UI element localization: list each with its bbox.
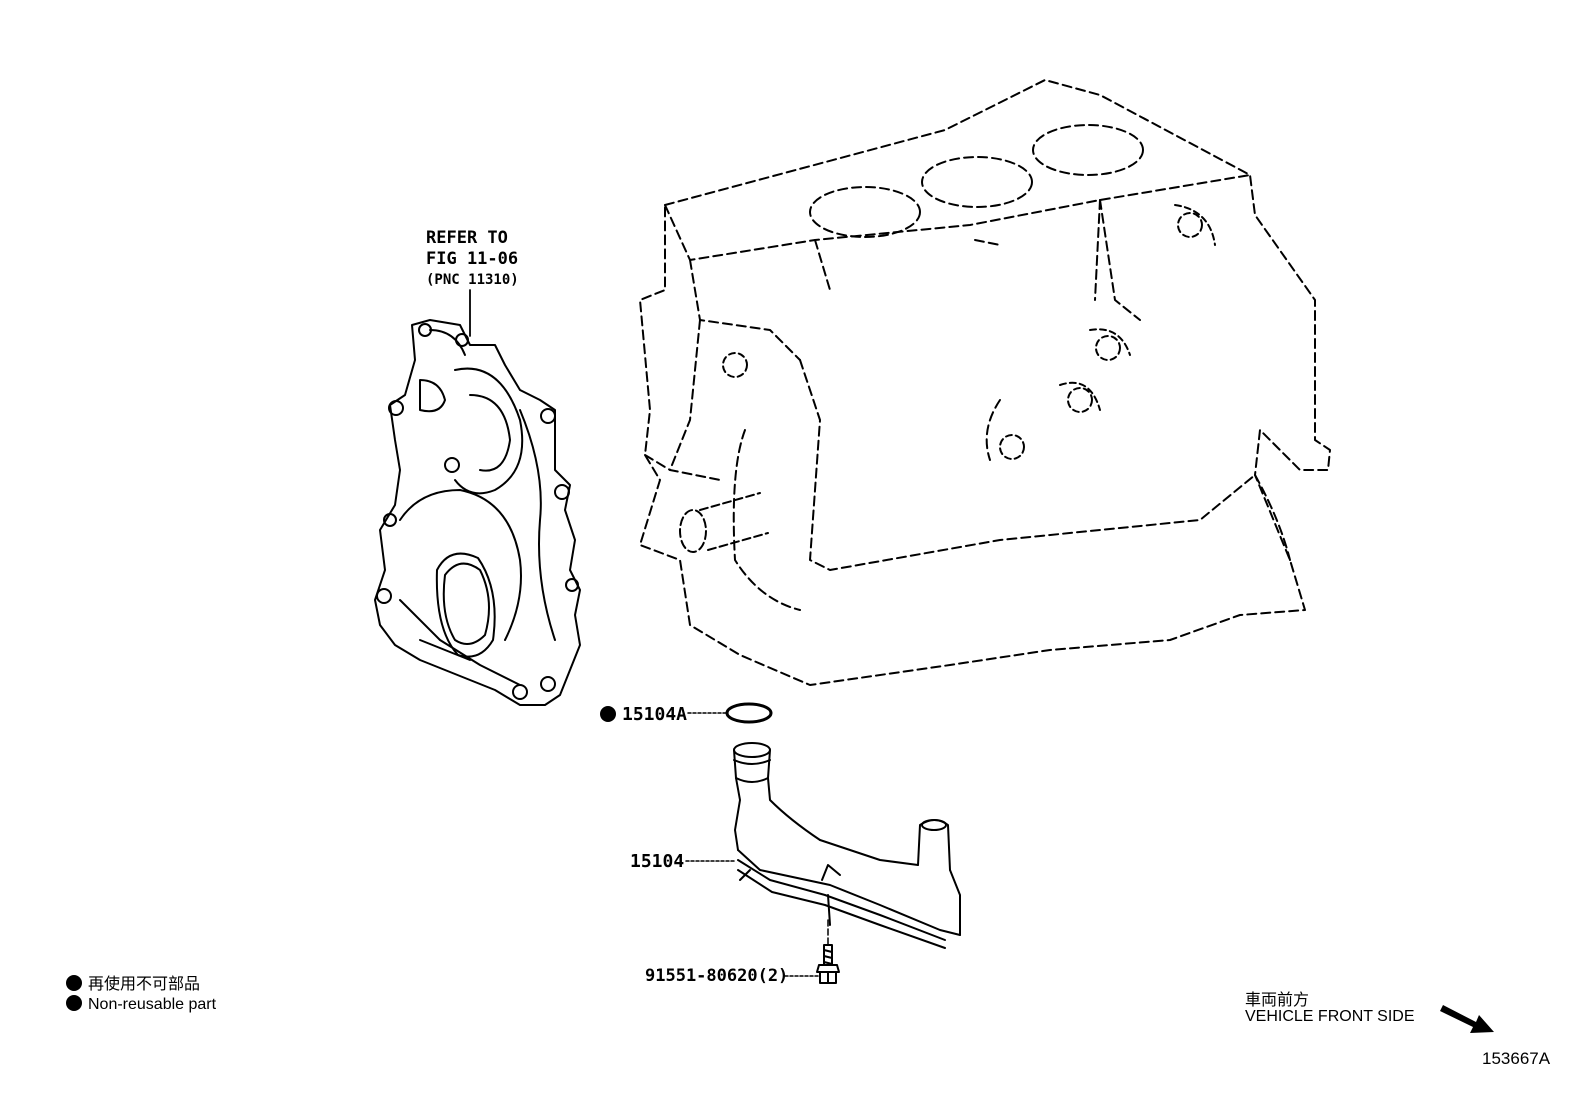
figure-code: 153667A: [1482, 1049, 1551, 1068]
refer-note-line3: (PNC 11310): [426, 272, 519, 288]
part-label-strainer[interactable]: 15104: [630, 851, 685, 872]
legend-en-text: Non-reusable part: [88, 996, 217, 1013]
cylinder-bores: [809, 124, 1144, 238]
crankshaft-stub: [679, 492, 769, 553]
legend-ja: 再使用不可部品: [66, 970, 200, 994]
oring-part-number: 15104A: [622, 704, 688, 725]
part-label-bolt[interactable]: 91551-80620(2): [645, 966, 789, 986]
block-bosses: [722, 204, 1216, 460]
arrow-down-right-icon: [1440, 1005, 1494, 1033]
direction-en: VEHICLE FRONT SIDE: [1245, 1008, 1415, 1025]
non-reusable-dot-icon: [600, 706, 616, 722]
strainer-drawing: [733, 742, 961, 949]
oring-drawing: [725, 702, 773, 724]
legend-dot-icon: [66, 975, 82, 991]
part-label-oring[interactable]: 15104A: [600, 704, 687, 725]
timing-cover-drawing: [374, 319, 581, 706]
refer-note-line1: REFER TO: [426, 228, 508, 248]
engine-block-outline: [639, 79, 1331, 686]
legend-ja-text: 再使用不可部品: [88, 976, 201, 993]
bolt-drawing: [816, 944, 840, 984]
legend-dot-icon: [66, 995, 82, 1011]
refer-note-line2: FIG 11-06: [426, 249, 519, 269]
legend-en: Non-reusable part: [66, 995, 216, 1014]
direction-ja: 車両前方: [1245, 992, 1310, 1009]
